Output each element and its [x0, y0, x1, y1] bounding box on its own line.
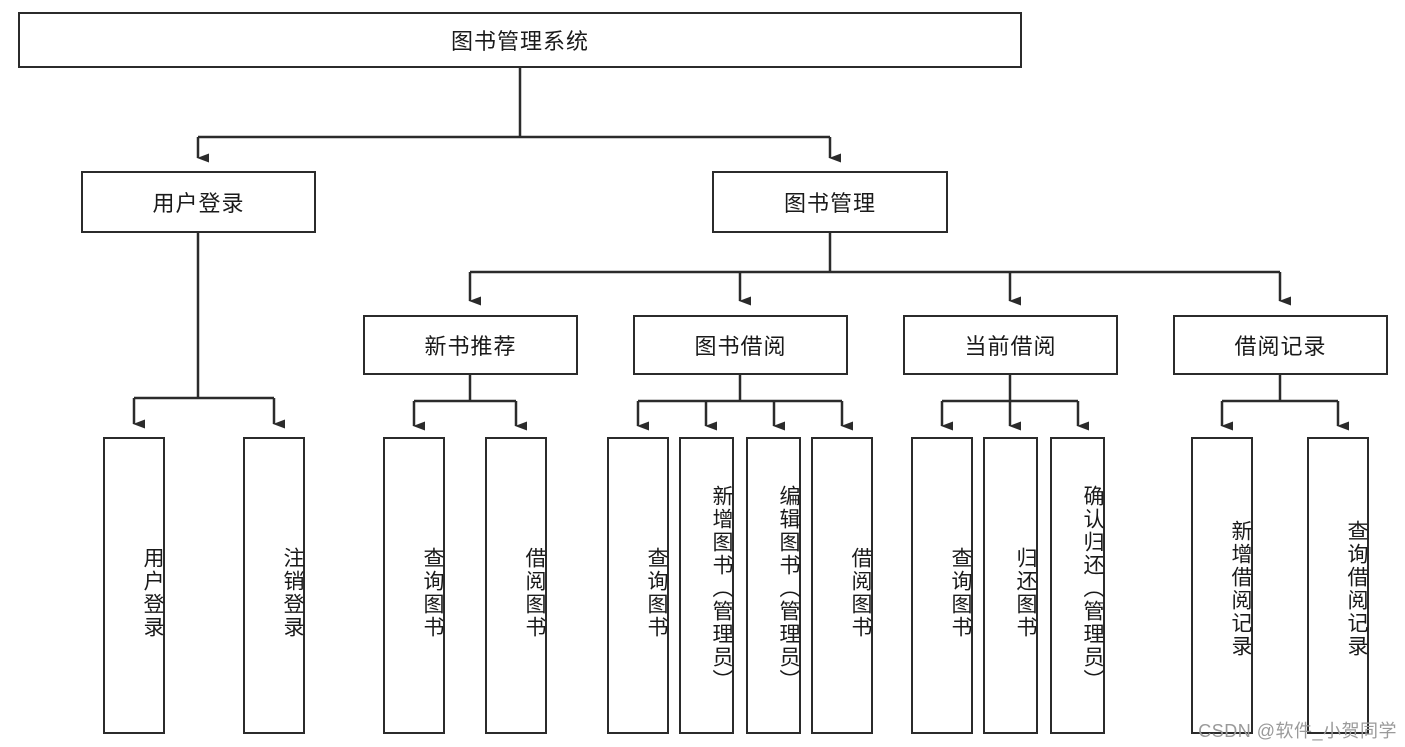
- leaf-user-login-logout[interactable]: 注销登录: [243, 437, 305, 734]
- node-label: 查询图书: [949, 546, 972, 639]
- node-label: 新增图书（管理员）: [710, 485, 733, 692]
- leaf-new-book-borrow-book[interactable]: 借阅图书: [485, 437, 547, 734]
- leaf-book-borrow-borrow-book[interactable]: 借阅图书: [811, 437, 873, 734]
- node-label: 借阅记录: [1234, 334, 1327, 359]
- node-label: 借阅图书: [523, 546, 546, 639]
- node-label: 编辑图书（管理员）: [777, 485, 800, 692]
- node-label: 图书管理: [783, 191, 876, 216]
- node-label: 注销登录: [281, 546, 304, 639]
- node-label: 查询图书: [645, 546, 668, 639]
- leaf-borrow-record-query-record[interactable]: 查询借阅记录: [1307, 437, 1369, 734]
- node-label: 当前借阅: [964, 334, 1057, 359]
- node-label: 查询借阅记录: [1345, 519, 1368, 658]
- leaf-book-borrow-add-book-admin[interactable]: 新增图书（管理员）: [679, 437, 734, 734]
- leaf-book-borrow-query-book[interactable]: 查询图书: [607, 437, 669, 734]
- node-book-management[interactable]: 图书管理: [712, 171, 948, 233]
- node-root-book-management-system[interactable]: 图书管理系统: [18, 12, 1022, 68]
- leaf-current-borrow-query-book[interactable]: 查询图书: [911, 437, 973, 734]
- node-new-book-recommend[interactable]: 新书推荐: [363, 315, 578, 375]
- node-user-login[interactable]: 用户登录: [81, 171, 316, 233]
- node-label: 图书管理系统: [450, 29, 589, 54]
- leaf-new-book-query-book[interactable]: 查询图书: [383, 437, 445, 734]
- node-borrow-record[interactable]: 借阅记录: [1173, 315, 1388, 375]
- leaf-current-borrow-return-book[interactable]: 归还图书: [983, 437, 1038, 734]
- leaf-book-borrow-edit-book-admin[interactable]: 编辑图书（管理员）: [746, 437, 801, 734]
- node-label: 用户登录: [141, 546, 164, 639]
- csdn-watermark: CSDN @软件_小贺同学: [1198, 721, 1397, 741]
- leaf-borrow-record-add-record[interactable]: 新增借阅记录: [1191, 437, 1253, 734]
- node-label: 查询图书: [421, 546, 444, 639]
- node-label: 新增借阅记录: [1229, 519, 1252, 658]
- leaf-user-login-login[interactable]: 用户登录: [103, 437, 165, 734]
- leaf-current-borrow-confirm-return-admin[interactable]: 确认归还（管理员）: [1050, 437, 1105, 734]
- node-label: 图书借阅: [694, 334, 787, 359]
- node-book-borrow[interactable]: 图书借阅: [633, 315, 848, 375]
- node-label: 新书推荐: [424, 334, 517, 359]
- node-label: 确认归还（管理员）: [1081, 485, 1104, 692]
- node-current-borrow[interactable]: 当前借阅: [903, 315, 1118, 375]
- node-label: 借阅图书: [849, 546, 872, 639]
- node-label: 归还图书: [1014, 546, 1037, 639]
- node-label: 用户登录: [152, 191, 245, 216]
